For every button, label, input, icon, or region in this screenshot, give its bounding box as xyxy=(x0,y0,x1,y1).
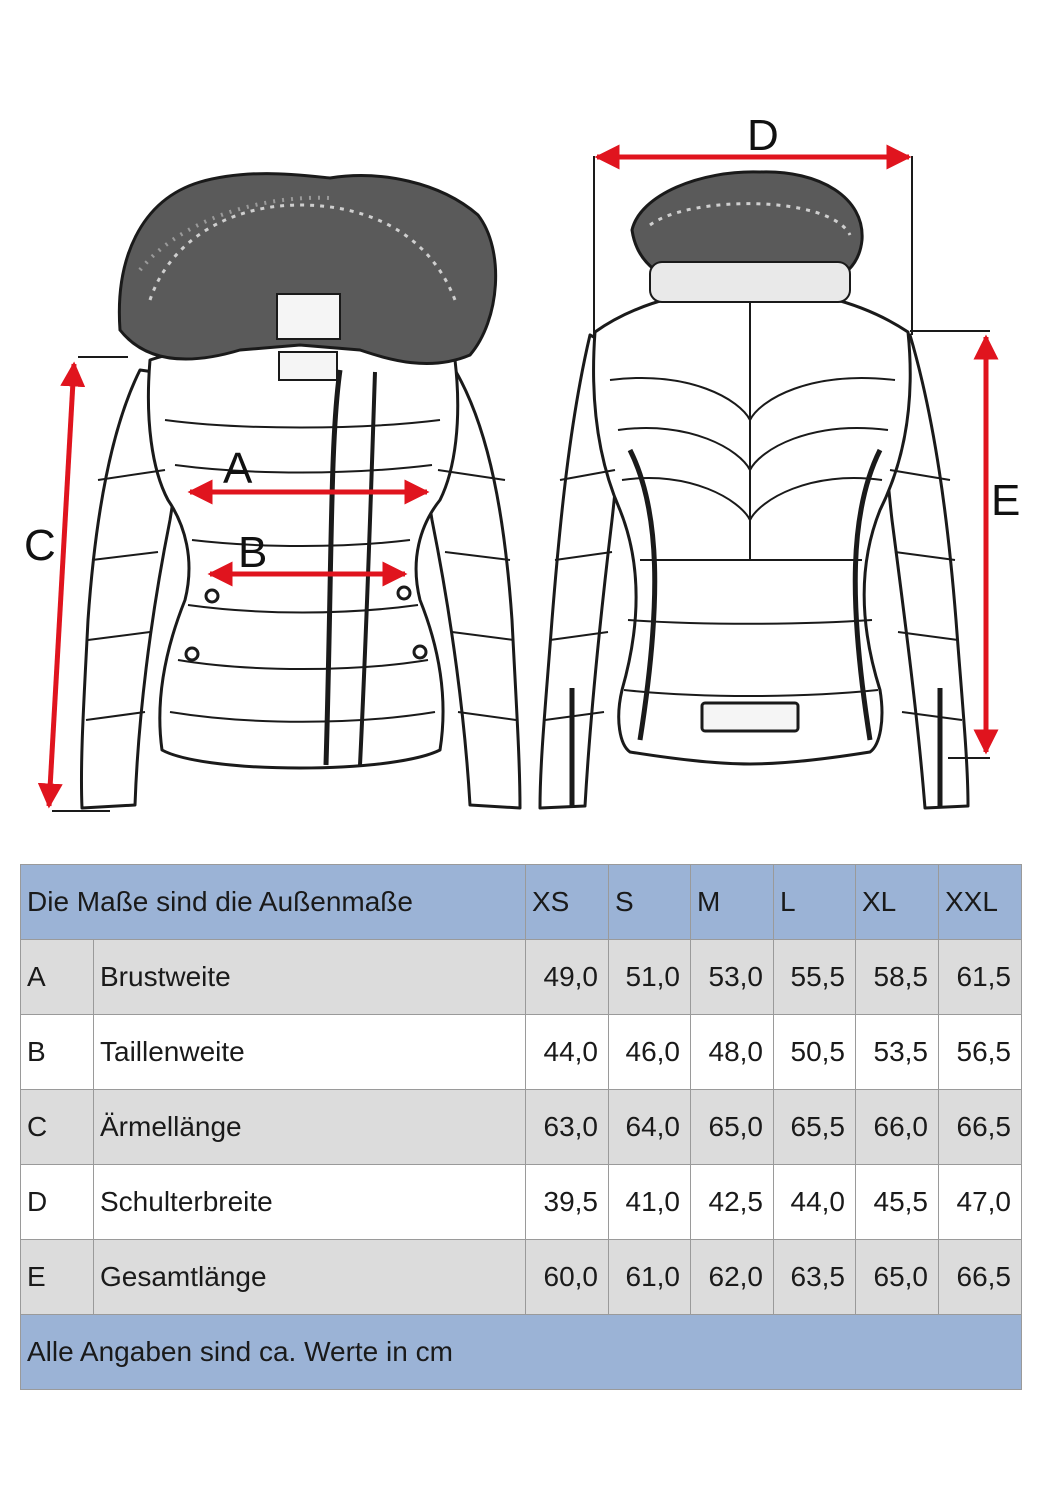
size-header: XL xyxy=(855,864,939,940)
table-row: E Gesamtlänge 60,0 61,0 62,0 63,5 65,0 6… xyxy=(20,1239,1022,1315)
table-cell: 48,0 xyxy=(690,1014,774,1090)
table-cell: 53,0 xyxy=(690,939,774,1015)
row-code: E xyxy=(20,1239,94,1315)
table-row: B Taillenweite 44,0 46,0 48,0 50,5 53,5 … xyxy=(20,1014,1022,1090)
size-header: XS xyxy=(525,864,609,940)
size-header: S xyxy=(608,864,691,940)
label-b: B xyxy=(238,528,267,577)
row-code: B xyxy=(20,1014,94,1090)
table-cell: 44,0 xyxy=(525,1014,609,1090)
size-header: M xyxy=(690,864,774,940)
table-title: Die Maße sind die Außenmaße xyxy=(20,864,526,940)
row-code: D xyxy=(20,1164,94,1240)
label-c: C xyxy=(24,521,56,570)
table-cell: 46,0 xyxy=(608,1014,691,1090)
row-code: A xyxy=(20,939,94,1015)
table-cell: 51,0 xyxy=(608,939,691,1015)
table-cell: 63,5 xyxy=(773,1239,856,1315)
table-cell: 39,5 xyxy=(525,1164,609,1240)
table-cell: 60,0 xyxy=(525,1239,609,1315)
table-footer-row: Alle Angaben sind ca. Werte in cm xyxy=(20,1314,1022,1390)
measurement-arrows xyxy=(37,144,999,812)
table-cell: 41,0 xyxy=(608,1164,691,1240)
row-name: Ärmellänge xyxy=(93,1089,526,1165)
table-row: D Schulterbreite 39,5 41,0 42,5 44,0 45,… xyxy=(20,1164,1022,1240)
jacket-front-drawing xyxy=(79,341,522,810)
table-cell: 66,5 xyxy=(938,1239,1022,1315)
table-cell: 58,5 xyxy=(855,939,939,1015)
table-cell: 45,5 xyxy=(855,1164,939,1240)
table-cell: 42,5 xyxy=(690,1164,774,1240)
table-cell: 44,0 xyxy=(773,1164,856,1240)
table-cell: 56,5 xyxy=(938,1014,1022,1090)
size-chart-table: Die Maße sind die Außenmaße XS S M L XL … xyxy=(20,864,1022,1390)
table-cell: 65,0 xyxy=(690,1089,774,1165)
table-cell: 64,0 xyxy=(608,1089,691,1165)
arrow-c xyxy=(37,361,86,809)
table-cell: 62,0 xyxy=(690,1239,774,1315)
table-cell: 61,5 xyxy=(938,939,1022,1015)
row-name: Gesamtlänge xyxy=(93,1239,526,1315)
size-header: XXL xyxy=(938,864,1022,940)
table-cell: 47,0 xyxy=(938,1164,1022,1240)
table-row: A Brustweite 49,0 51,0 53,0 55,5 58,5 61… xyxy=(20,939,1022,1015)
table-cell: 65,5 xyxy=(773,1089,856,1165)
fur-collar-back xyxy=(630,170,864,303)
table-cell: 55,5 xyxy=(773,939,856,1015)
table-cell: 61,0 xyxy=(608,1239,691,1315)
row-name: Schulterbreite xyxy=(93,1164,526,1240)
label-a: A xyxy=(223,444,253,493)
table-header-row: Die Maße sind die Außenmaße XS S M L XL … xyxy=(20,864,1022,940)
measurement-letters: A B C D E xyxy=(24,111,1020,577)
row-name: Brustweite xyxy=(93,939,526,1015)
table-cell: 66,5 xyxy=(938,1089,1022,1165)
table-cell: 49,0 xyxy=(525,939,609,1015)
jacket-back-drawing xyxy=(538,286,970,810)
table-row: C Ärmellänge 63,0 64,0 65,0 65,5 66,0 66… xyxy=(20,1089,1022,1165)
table-cell: 63,0 xyxy=(525,1089,609,1165)
table-cell: 66,0 xyxy=(855,1089,939,1165)
table-cell: 50,5 xyxy=(773,1014,856,1090)
fur-collar-front xyxy=(117,172,498,381)
size-header: L xyxy=(773,864,856,940)
label-e: E xyxy=(991,476,1020,525)
label-d: D xyxy=(747,111,779,160)
jacket-size-diagram: A B C D E xyxy=(24,111,1020,812)
table-cell: 65,0 xyxy=(855,1239,939,1315)
row-name: Taillenweite xyxy=(93,1014,526,1090)
row-code: C xyxy=(20,1089,94,1165)
table-cell: 53,5 xyxy=(855,1014,939,1090)
table-footnote: Alle Angaben sind ca. Werte in cm xyxy=(20,1314,1022,1390)
